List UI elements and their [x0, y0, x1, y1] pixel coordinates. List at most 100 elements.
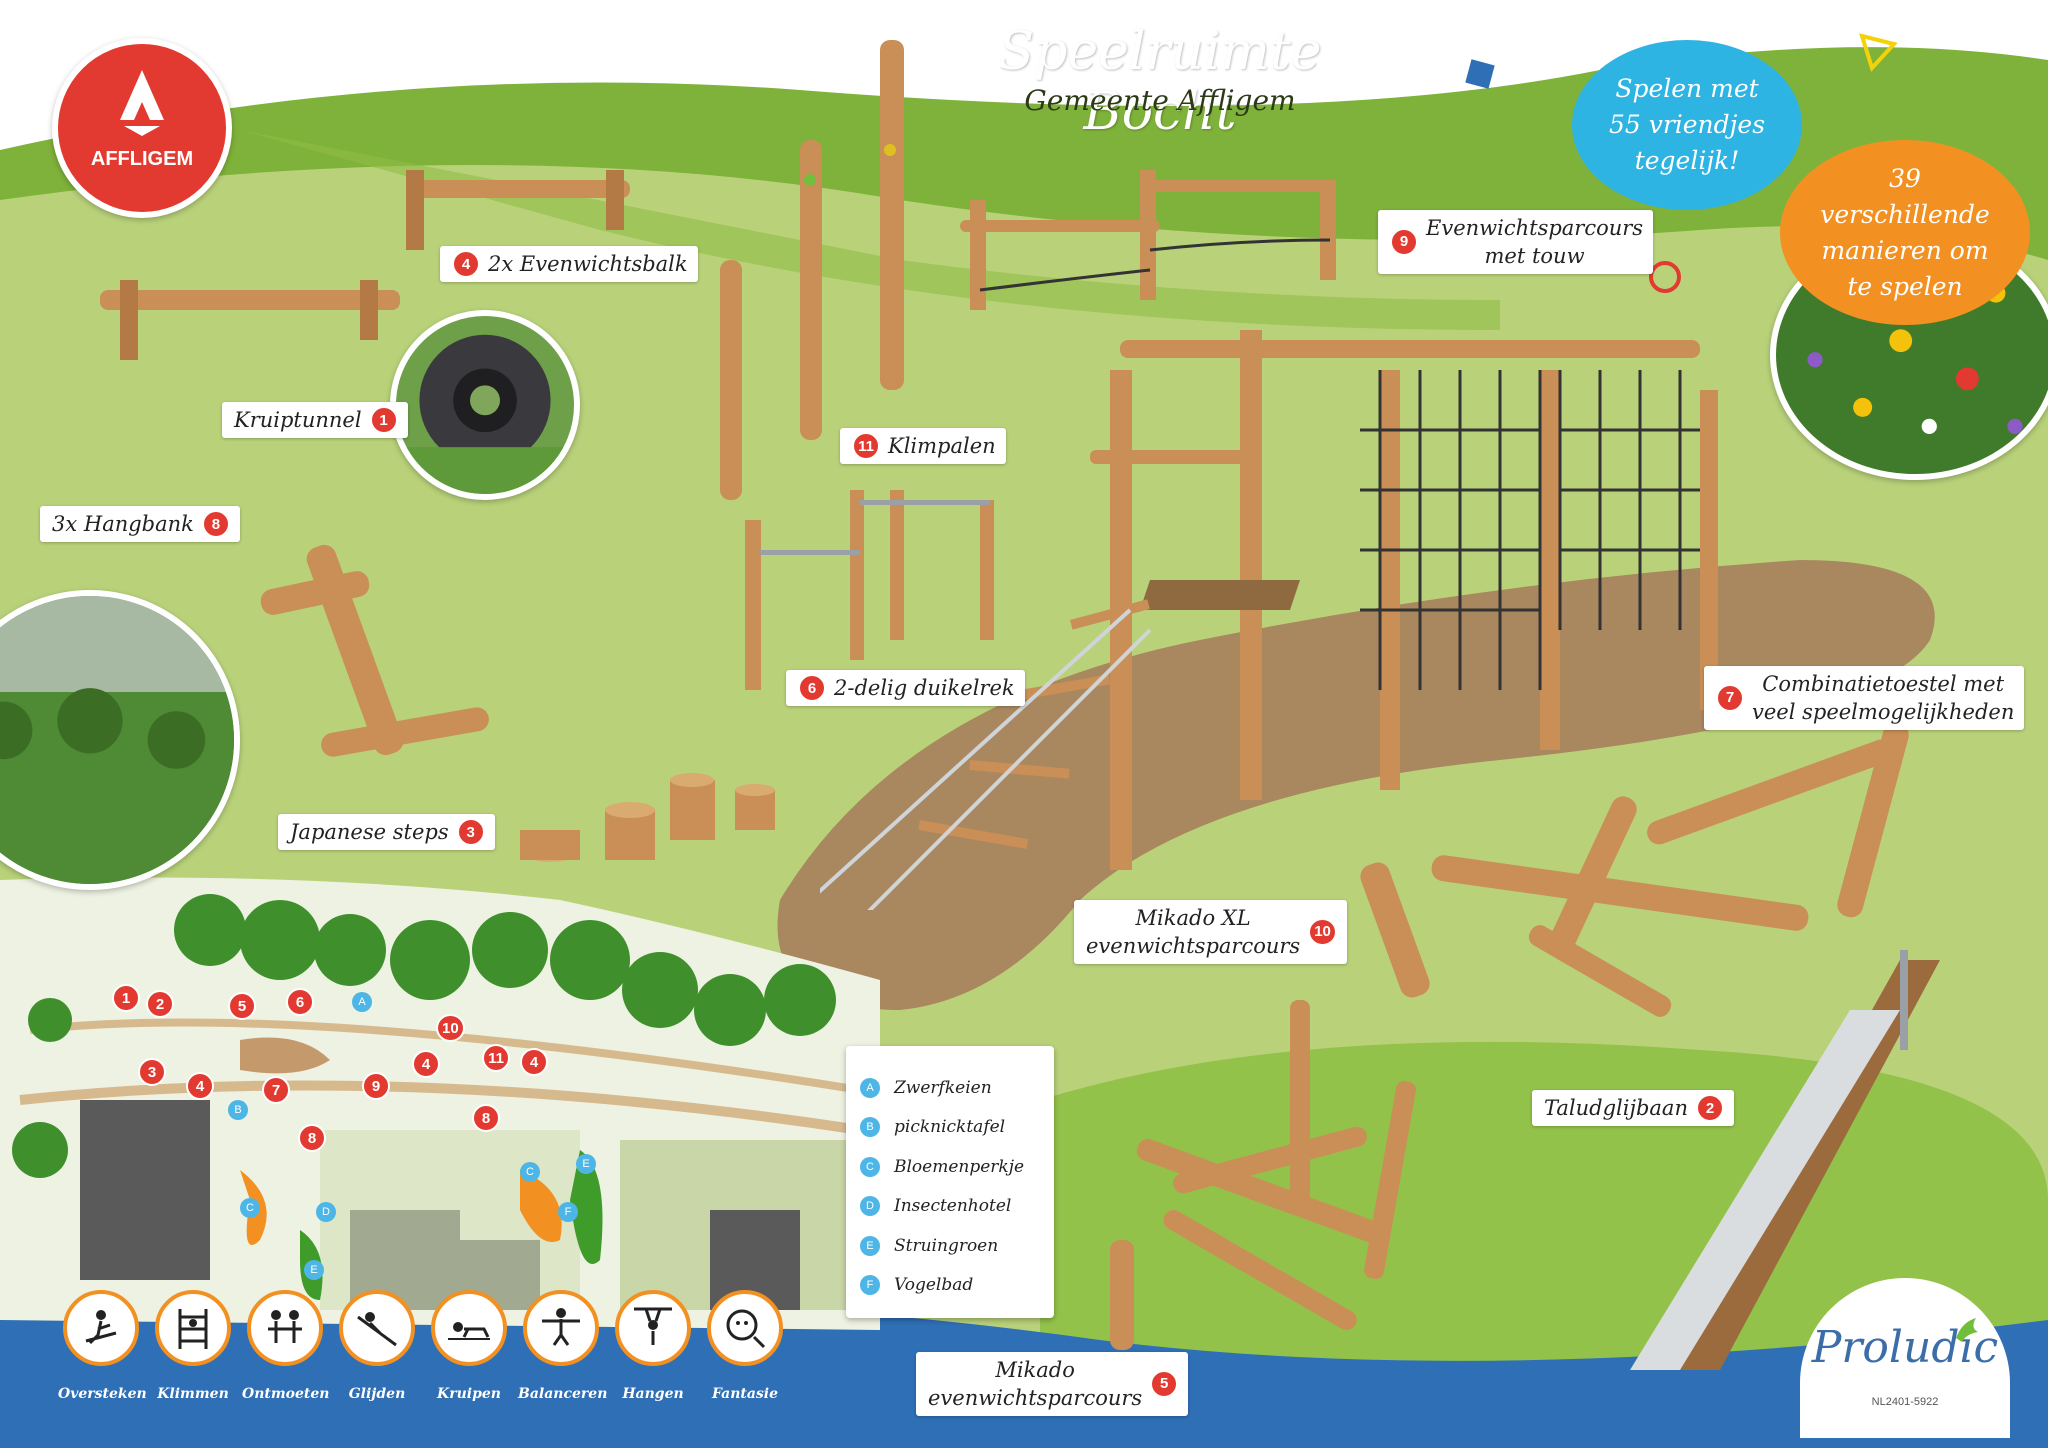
- number-badge: 4: [452, 250, 480, 278]
- activity-label: Oversteken: [58, 1386, 147, 1402]
- ways-bubble: 39 verschillende manieren om te spelen: [1780, 140, 2030, 325]
- legend-label: Zwerfkeien: [894, 1077, 992, 1098]
- label-mikado-xl: Mikado XL evenwichtsparcours 10: [1074, 900, 1347, 964]
- label-text-group: Evenwichtsparcours met touw: [1426, 214, 1643, 270]
- activity-label: Ontmoeten: [242, 1386, 330, 1402]
- label-evenwichtsbalk: 4 2x Evenwichtsbalk: [440, 246, 698, 282]
- label-text: veel speelmogelijkheden: [1752, 700, 2015, 724]
- legend-badge: A: [860, 1077, 880, 1098]
- label-text: Mikado: [995, 1358, 1075, 1382]
- activity-fantasie: Fantasie: [702, 1290, 788, 1402]
- rope-course-illustration: [960, 170, 1336, 310]
- legend-badge: E: [860, 1235, 880, 1256]
- label-text-group: Mikado XL evenwichtsparcours: [1086, 904, 1300, 960]
- legend-label: Vogelbad: [894, 1275, 974, 1296]
- map-marker: 4: [412, 1050, 440, 1078]
- page-subtitle: Gemeente Affligem: [1024, 84, 1296, 117]
- mikado-xl-illustration: [1360, 722, 1909, 1017]
- label-text-group: Combinatietoestel met veel speelmogelijk…: [1752, 670, 2014, 726]
- legend-item: E Struingroen: [860, 1226, 1040, 1266]
- climbing-icon: [178, 1309, 208, 1349]
- proludic-logo: Proludic NL2401-5922: [1800, 1278, 2010, 1438]
- slide-illustration: [1630, 950, 1940, 1370]
- climbing-poles-illustration: [720, 40, 904, 500]
- ways-bubble-line: te spelen: [1847, 271, 1963, 301]
- legend-label: Struingroen: [894, 1235, 999, 1256]
- friends-bubble: Spelen met 55 vriendjes tegelijk!: [1572, 40, 1802, 210]
- label-text-group: Mikado evenwichtsparcours: [928, 1356, 1142, 1412]
- activity-glijden: Glijden: [334, 1290, 420, 1402]
- label-text: Japanese steps: [290, 820, 449, 844]
- fantasy-icon: [726, 1309, 766, 1349]
- map-marker: 7: [262, 1076, 290, 1104]
- affligem-logo-icon: [120, 70, 164, 136]
- crawling-icon: [448, 1322, 490, 1340]
- map-marker: 8: [298, 1124, 326, 1152]
- label-combinatie: 7 Combinatietoestel met veel speelmogeli…: [1704, 666, 2025, 730]
- activity-label: Glijden: [348, 1386, 406, 1402]
- legend-item: D Insectenhotel: [860, 1187, 1040, 1227]
- activity-kruipen: Kruipen: [426, 1290, 512, 1402]
- map-marker: 11: [482, 1044, 510, 1072]
- map-marker: 6: [286, 988, 314, 1016]
- map-marker: 1: [112, 984, 140, 1012]
- legend-badge: D: [860, 1196, 880, 1217]
- number-badge: 2: [1695, 1094, 1724, 1122]
- number-badge: 3: [456, 818, 485, 846]
- label-text: met touw: [1484, 244, 1585, 268]
- number-badge: 1: [369, 406, 398, 434]
- label-text: Mikado XL: [1135, 906, 1251, 930]
- activity-label: Kruipen: [437, 1386, 501, 1402]
- number-badge: 10: [1308, 918, 1337, 946]
- map-zone-marker: D: [316, 1202, 336, 1222]
- affligem-logo-text: AFFLIGEM: [90, 148, 194, 170]
- map-zone-marker: B: [228, 1100, 248, 1120]
- map-zone-marker: C: [520, 1162, 540, 1182]
- label-text: 2-delig duikelrek: [834, 676, 1015, 700]
- lizard-icon: [1956, 1318, 1978, 1342]
- affligem-logo: AFFLIGEM: [52, 38, 232, 218]
- label-text: Evenwichtsparcours: [1426, 216, 1644, 240]
- number-badge: 6: [798, 674, 826, 702]
- label-text: 2x Evenwichtsbalk: [488, 252, 688, 276]
- label-mikado: Mikado evenwichtsparcours 5: [916, 1352, 1189, 1416]
- number-badge: 11: [852, 432, 880, 460]
- bar-illustration: [745, 490, 994, 690]
- balance-beam-illustration: [100, 170, 630, 360]
- activity-label: Balanceren: [518, 1386, 608, 1402]
- map-zone-marker: E: [304, 1260, 324, 1280]
- legend-label: Insectenhotel: [894, 1196, 1012, 1217]
- number-badge: 7: [1716, 684, 1744, 712]
- balancing-icon: [542, 1308, 580, 1346]
- map-zone-marker: C: [240, 1198, 260, 1218]
- sliding-icon: [357, 1312, 397, 1347]
- red-ring-icon: [1649, 261, 1681, 293]
- hanging-icon: [634, 1307, 672, 1345]
- label-text: Klimpalen: [888, 434, 996, 458]
- blue-square-icon: [1465, 59, 1495, 89]
- label-text: Combinatietoestel met: [1762, 672, 2005, 696]
- number-badge: 8: [201, 510, 230, 538]
- legend-item: A Zwerfkeien: [860, 1068, 1040, 1108]
- activity-icons: Oversteken Klimmen Ontmoeten Glijden Kru…: [58, 1290, 798, 1440]
- tunnel-photo: [390, 310, 580, 500]
- yellow-triangle-icon: [1859, 33, 1898, 72]
- map-marker: 5: [228, 992, 256, 1020]
- label-text: 3x Hangbank: [52, 512, 194, 536]
- activity-label: Klimmen: [157, 1386, 229, 1402]
- legend-label: picknicktafel: [894, 1117, 1006, 1138]
- label-japanese-steps: Japanese steps 3: [278, 814, 495, 850]
- combination-structure-illustration: [820, 330, 1718, 910]
- crossing-icon: [85, 1310, 117, 1345]
- activity-klimmen: Klimmen: [150, 1290, 236, 1402]
- map-marker: 2: [146, 990, 174, 1018]
- ways-bubble-line: verschillende: [1820, 199, 1990, 229]
- hang-bench-illustration: [260, 544, 489, 757]
- number-badge: 9: [1390, 228, 1418, 256]
- label-klimpalen: 11 Klimpalen: [840, 428, 1006, 464]
- meeting-icon: [268, 1310, 302, 1343]
